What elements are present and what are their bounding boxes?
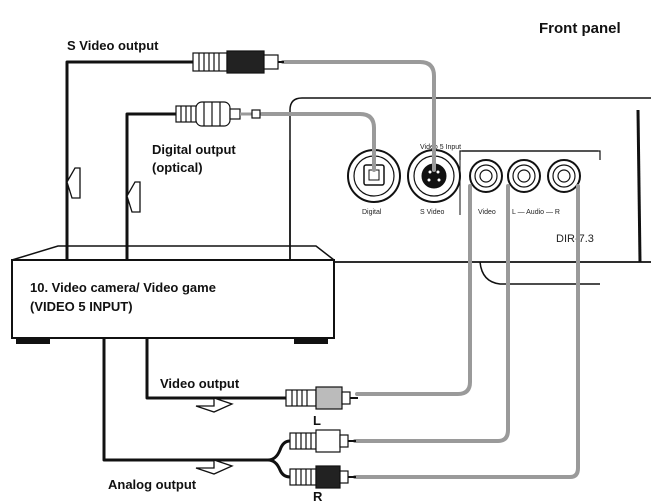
video-output-label: Video output [160,376,240,391]
video-rca-plug [285,386,358,410]
video5-input-group [459,150,601,160]
digital-output-optical-label: (optical) [152,160,203,175]
right-arrow-analog [195,459,234,475]
front-panel-title: Front panel [539,20,621,37]
left-channel-label: L [313,413,321,428]
black-wires [65,60,291,479]
digital-output-label: Digital output [152,142,236,157]
s-video-jack-label: S Video [420,209,444,216]
right-channel-label: R [313,489,323,503]
video-rca-jack [469,159,503,193]
audio-left-rca-jack [507,159,541,193]
audio-right-rca-jack [547,159,581,193]
s-video-output-label: S Video output [67,38,159,53]
digital-jack-label: Digital [362,209,382,216]
input-group-label: Video 5 Input [420,144,461,151]
source-device-box [11,245,335,344]
s-video-plug [192,50,284,74]
up-arrow-digital [126,181,141,213]
audio-jacks-label: L — Audio — R [512,209,560,216]
video-jack-label: Video [478,209,496,216]
device-name-line1: 10. Video camera/ Video game [30,280,216,295]
analog-left-plug [289,429,356,453]
gray-cables [260,60,580,479]
analog-right-plug [289,465,356,489]
right-arrow-video [195,397,234,413]
model-label: DIR-7.3 [556,233,594,245]
flow-arrows [66,167,234,475]
up-arrow-svideo [66,167,81,199]
optical-plug [175,101,262,127]
device-name-line2: (VIDEO 5 INPUT) [30,299,133,314]
analog-output-label: Analog output [108,477,197,492]
